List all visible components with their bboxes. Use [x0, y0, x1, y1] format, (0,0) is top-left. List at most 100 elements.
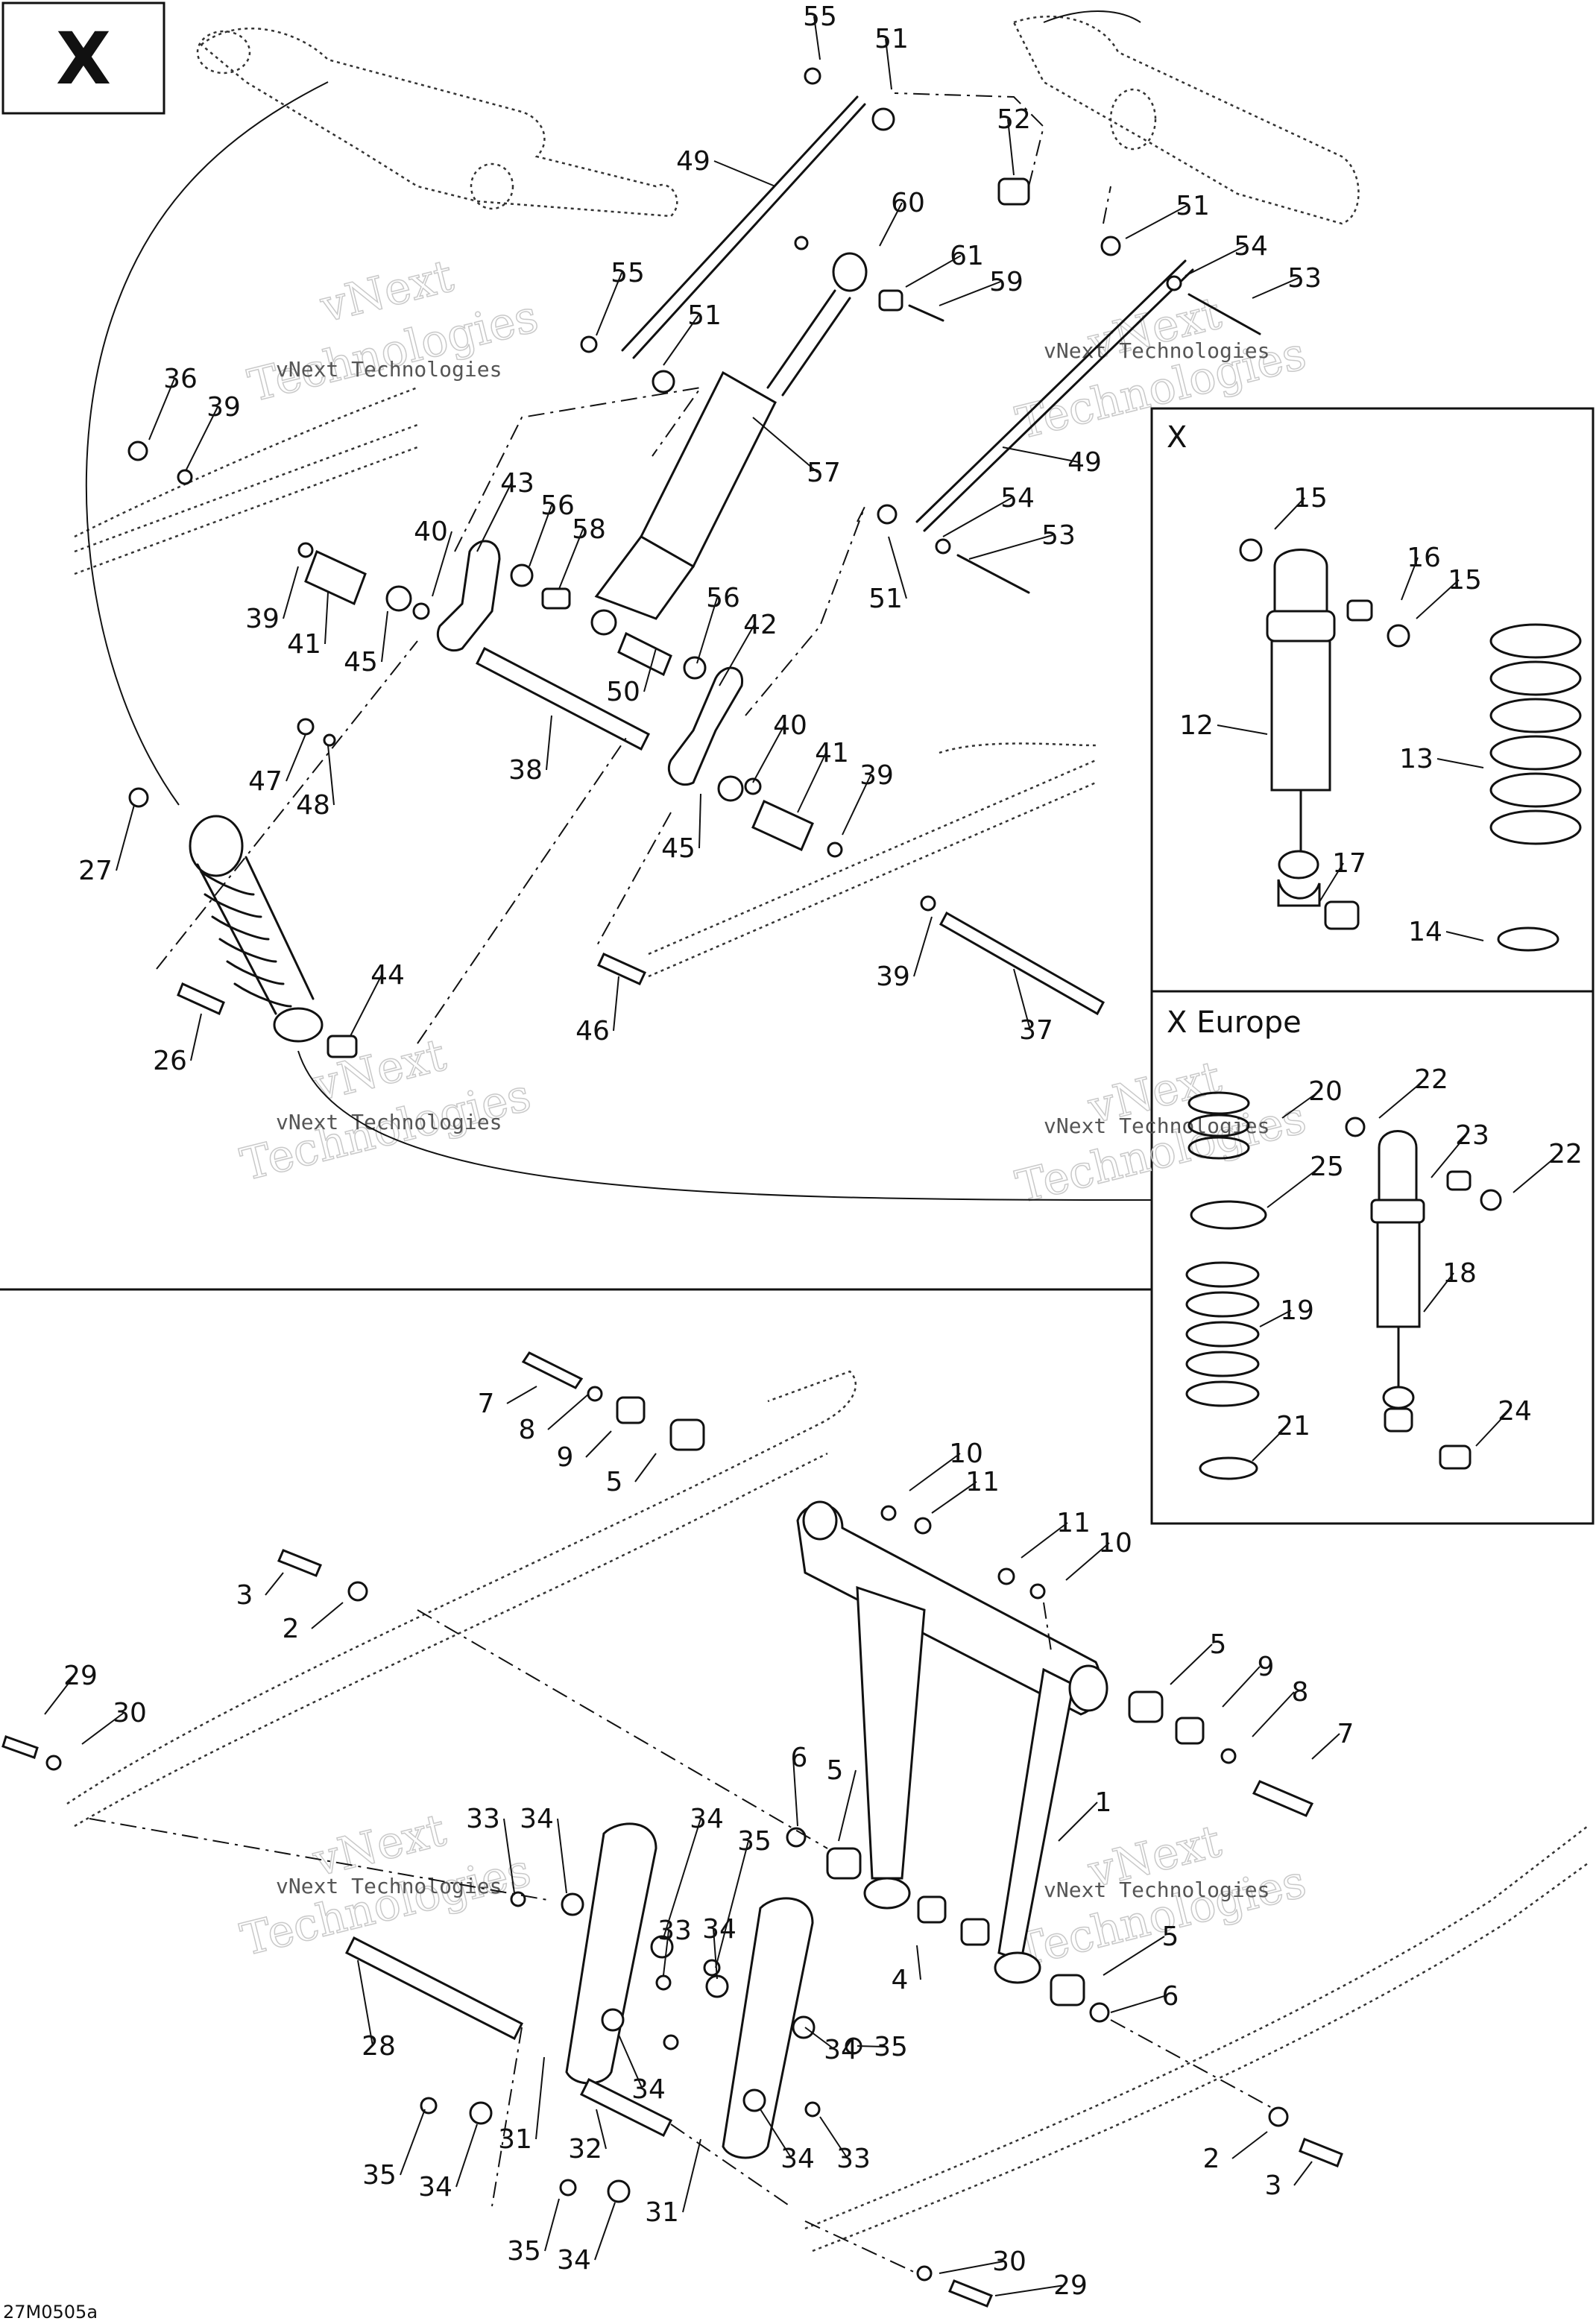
callout-leader [1021, 1522, 1068, 1559]
bushing [510, 563, 534, 587]
callout-number: 25 [1310, 1152, 1344, 1182]
ghost-left-rail [66, 1370, 857, 1828]
nut [914, 1517, 932, 1535]
callout-leader [792, 1757, 798, 1827]
callout-leader [752, 417, 818, 473]
callout-number: 9 [1258, 1652, 1275, 1682]
callout-leader [819, 2116, 848, 2159]
bushing [1239, 538, 1263, 562]
callout-number: 34 [418, 2172, 452, 2203]
washer [412, 602, 430, 620]
callout-leader [1311, 1733, 1340, 1760]
callout-leader [400, 2109, 426, 2176]
nut [997, 1567, 1015, 1585]
callout-number: 8 [519, 1415, 536, 1445]
callout-leader [939, 2261, 1004, 2274]
callout-number: 35 [737, 1826, 772, 1857]
callout-number: 19 [1280, 1295, 1314, 1326]
callout-leader [1267, 1166, 1322, 1208]
title-box [1, 1, 165, 115]
assembly-line [596, 812, 672, 947]
callout-number: 51 [687, 300, 722, 331]
coil-spring-europe [1185, 1261, 1260, 1407]
callout-number: 5 [1162, 1922, 1179, 1952]
washer [920, 895, 936, 912]
callout-leader [888, 536, 907, 599]
callout-number: 61 [950, 241, 984, 271]
washer [705, 1974, 729, 1998]
bushing [385, 585, 412, 612]
sleeve [1346, 599, 1373, 622]
title-box-label: X [56, 17, 111, 101]
washer [916, 2265, 933, 2282]
callout-leader [682, 2138, 701, 2213]
callout-leader [663, 315, 699, 366]
callout-leader [838, 1769, 857, 1842]
shaft [939, 911, 1105, 1016]
callout-leader [1281, 1090, 1320, 1119]
callout-number: 11 [965, 1467, 1000, 1497]
sleeve [1128, 1690, 1164, 1723]
callout-leader [544, 2198, 560, 2252]
nut [127, 441, 148, 461]
bushing [917, 1895, 947, 1924]
callout-number: 35 [507, 2236, 541, 2267]
callout-number: 45 [344, 647, 378, 678]
callout-leader [186, 406, 218, 470]
callout-number: 49 [1067, 447, 1102, 478]
callout-leader [905, 255, 962, 288]
washer [45, 1755, 62, 1771]
callout-leader [1401, 557, 1419, 601]
bushing [1480, 1189, 1502, 1211]
tie-rod [915, 259, 1187, 523]
bushing [1345, 1117, 1366, 1137]
callout-number: 15 [1448, 565, 1482, 596]
callout-leader [696, 597, 718, 664]
bushing [871, 107, 895, 131]
bushing [960, 1918, 990, 1946]
bushing [652, 370, 675, 394]
callout-leader [1274, 497, 1305, 530]
callout-leader [913, 916, 933, 977]
callout-number: 51 [874, 24, 909, 54]
callout-leader [1013, 968, 1031, 1031]
callout-leader [663, 1930, 669, 1976]
callout-leader [797, 752, 827, 813]
callout-number: 48 [296, 790, 330, 821]
callout-leader [1252, 277, 1299, 299]
callout-number: 8 [1292, 1677, 1309, 1708]
callout-number: 53 [1041, 520, 1076, 551]
callout-leader [1431, 1134, 1467, 1178]
assembly-line [491, 2027, 791, 2207]
callout-leader [381, 610, 388, 663]
ghost-bushing [196, 30, 251, 75]
washer [607, 2179, 631, 2203]
callout-number: 3 [236, 1580, 253, 1611]
callout-number: 52 [997, 104, 1031, 135]
washer [742, 2088, 766, 2112]
callout-number: 39 [245, 604, 280, 634]
callout-leader [1125, 205, 1187, 239]
callout-number: 49 [676, 146, 710, 177]
callout-number: 55 [611, 258, 645, 288]
callout-leader [1378, 1079, 1426, 1119]
callout-number: 33 [836, 2144, 871, 2174]
callout-leader [916, 1945, 921, 1980]
callout-leader [350, 974, 382, 1037]
bolt [177, 982, 225, 1016]
callout-leader [1259, 1310, 1292, 1327]
callout-number: 3 [1265, 2170, 1282, 2201]
callout-leader [713, 1928, 718, 1980]
washer [744, 777, 762, 795]
callout-number: 58 [572, 514, 606, 545]
callout-number: 15 [1293, 483, 1328, 514]
callout-number: 7 [1337, 1719, 1354, 1749]
callout-leader [1007, 119, 1015, 176]
callout-number: 40 [414, 517, 448, 547]
callout-leader [324, 592, 329, 645]
callout-leader [535, 2056, 545, 2140]
callout-leader [909, 1453, 961, 1491]
callout-number: 29 [1053, 2270, 1088, 2301]
coil-spring [1489, 623, 1582, 845]
callout-number: 31 [498, 2124, 532, 2155]
